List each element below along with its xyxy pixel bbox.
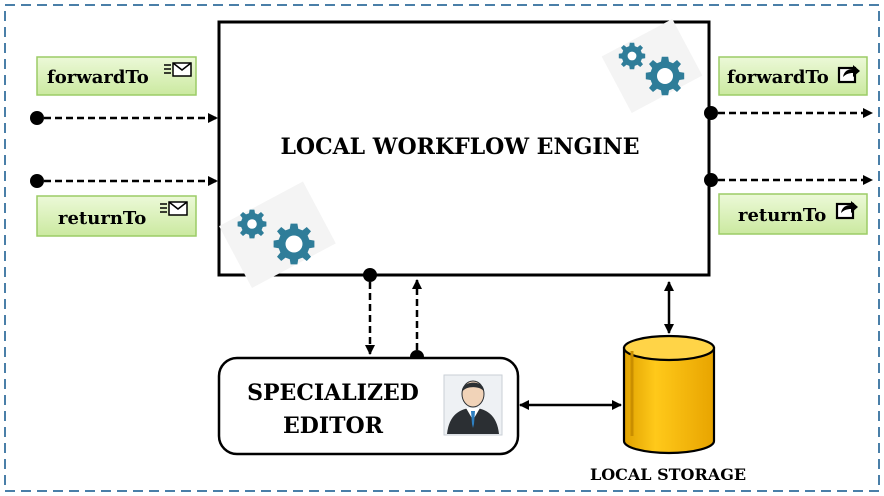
input-label-forward: forwardTo (36, 56, 197, 96)
input-label-return: returnTo (36, 195, 197, 237)
specialized-editor-box (217, 356, 520, 456)
editor-label-line1: SPECIALIZED (247, 380, 419, 406)
user-avatar-icon (443, 374, 503, 436)
workflow-engine-title: LOCAL WORKFLOW ENGINE (280, 134, 639, 160)
input-arrow-forward (30, 111, 218, 125)
mail-in-icon (160, 201, 188, 216)
output-label-return-text: returnTo (738, 205, 826, 226)
output-arrow-return (704, 173, 873, 187)
share-out-icon (837, 65, 860, 84)
engine-to-editor-arrow (363, 268, 377, 355)
input-label-forward-text: forwardTo (47, 67, 149, 88)
output-label-forward: forwardTo (718, 56, 868, 96)
share-out-icon (835, 201, 858, 220)
editor-label-line2: EDITOR (283, 413, 384, 439)
output-label-forward-text: forwardTo (727, 67, 829, 88)
input-arrow-return (30, 174, 218, 188)
input-label-return-text: returnTo (58, 208, 146, 229)
gears-icon-top (601, 18, 703, 114)
database-icon (622, 334, 716, 455)
outer-frame (4, 4, 880, 492)
mail-in-icon (164, 62, 192, 77)
output-arrow-forward (704, 106, 873, 120)
output-label-return: returnTo (718, 193, 868, 235)
storage-label: LOCAL STORAGE (590, 465, 746, 484)
editor-to-engine-arrow (410, 279, 424, 364)
gears-icon-bottom (219, 181, 336, 288)
